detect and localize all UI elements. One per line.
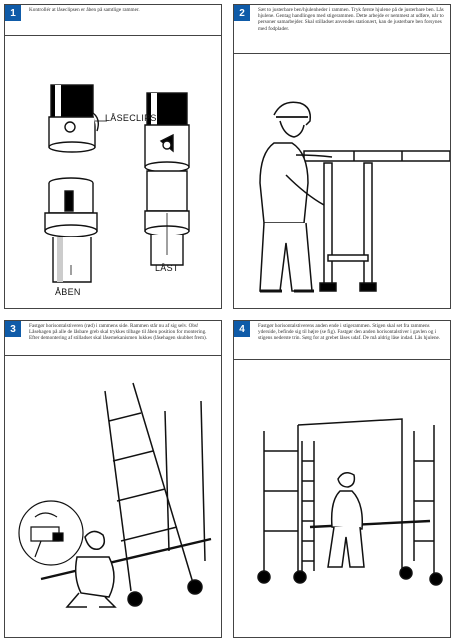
step-4-text: Fastgør horisontalstiverens anden ende i… (258, 323, 441, 342)
step-3-panel: 3 Fastgør horisontalstiveren (rød) i ram… (4, 320, 222, 638)
step-2-number: 2 (234, 5, 250, 21)
step-1-number: 1 (5, 5, 21, 21)
step-3-header: 3 Fastgør horisontalstiveren (rød) i ram… (5, 321, 221, 356)
step-3-number: 3 (5, 321, 21, 337)
label-locked: LÅST (155, 263, 179, 273)
step-4-header: 4 Fastgør horisontalstiverens anden ende… (234, 321, 450, 360)
fitting-wheels-illustration (259, 101, 450, 293)
step-4-number: 4 (234, 321, 250, 337)
locking-clip-illustration (44, 84, 190, 283)
step-1-text: Kontrollér at låseclipsen er åben på sam… (29, 7, 140, 13)
step-3-text: Fastgør horisontalstiveren (rød) i ramme… (29, 323, 208, 342)
label-locking-clip: LÅSECLIPS (105, 113, 157, 123)
attach-brace-illustration (18, 382, 212, 608)
step-4-panel: 4 Fastgør horisontalstiverens anden ende… (233, 320, 451, 638)
step-1-panel: 1 Kontrollér at låseclipsen er åben på s… (4, 4, 222, 309)
step-1-header: 1 Kontrollér at låseclipsen er åben på s… (5, 5, 221, 36)
label-open: ÅBEN (55, 287, 81, 297)
step-2-header: 2 Sæt to justerbare ben/hjulenheder i ra… (234, 5, 450, 54)
second-brace-illustration (257, 418, 443, 586)
step-2-panel: 2 Sæt to justerbare ben/hjulenheder i ra… (233, 4, 451, 309)
step-2-text: Sæt to justerbare ben/hjulenheder i ramm… (258, 7, 444, 32)
